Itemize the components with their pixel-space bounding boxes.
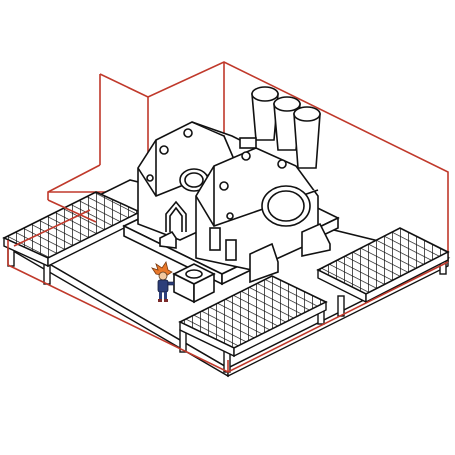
control-console — [172, 263, 216, 304]
reactor-building — [122, 121, 340, 286]
exhaust-stack-1 — [251, 86, 279, 141]
bounding-box-front — [7, 199, 449, 373]
player-character — [151, 261, 175, 302]
bounding-box-back — [47, 61, 449, 262]
exhaust-stack-3 — [293, 106, 321, 169]
grate-panel-east — [316, 227, 450, 304]
grate-panel-south — [178, 275, 328, 358]
